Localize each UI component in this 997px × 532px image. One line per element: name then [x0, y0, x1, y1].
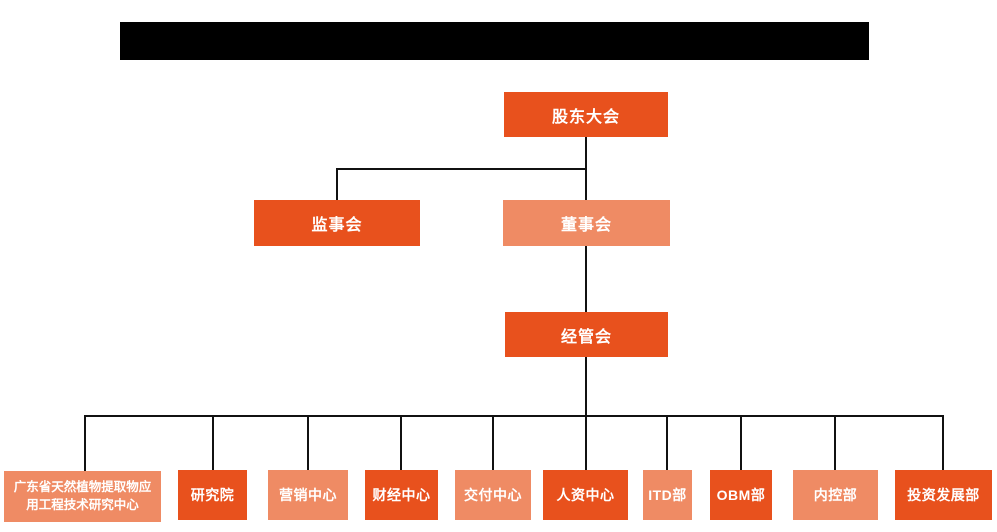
connector-drop-research-center [84, 415, 86, 471]
node-label: 人资中心 [556, 487, 615, 503]
node-label: 财经中心 [372, 487, 431, 503]
connector-management-down [585, 357, 587, 416]
node-management-committee: 经管会 [505, 312, 668, 357]
node-dept-research-institute: 研究院 [178, 470, 247, 520]
node-dept-investment-development: 投资发展部 [895, 470, 992, 520]
node-label: 经管会 [560, 328, 612, 346]
node-label: 投资发展部 [907, 487, 980, 503]
connector-drop-institute [212, 415, 214, 471]
node-dept-research-center: 广东省天然植物提取物应用工程技术研究中心 [4, 471, 161, 522]
node-label: 广东省天然植物提取物应用工程技术研究中心 [13, 480, 152, 512]
connector-drop-investment [942, 415, 944, 471]
connector-drop-delivery [492, 415, 494, 471]
node-label: 股东大会 [551, 108, 620, 126]
node-supervisory-board: 监事会 [254, 200, 420, 246]
node-dept-marketing-center: 营销中心 [268, 470, 348, 520]
node-label: OBM部 [716, 487, 766, 503]
node-dept-delivery-center: 交付中心 [455, 470, 531, 520]
connector-departments-horizontal [84, 415, 944, 417]
connector-drop-marketing [307, 415, 309, 471]
connector-drop-obm [740, 415, 742, 471]
node-dept-hr-center: 人资中心 [543, 470, 628, 520]
node-shareholders-meeting: 股东大会 [504, 92, 668, 137]
connector-drop-internal-control [834, 415, 836, 471]
node-label: 董事会 [560, 217, 612, 234]
connector-drop-hr [585, 415, 587, 471]
connector-drop-itd [666, 415, 668, 471]
node-dept-obm: OBM部 [710, 470, 772, 520]
connector-drop-finance [400, 415, 402, 471]
node-dept-itd: ITD部 [643, 470, 692, 520]
node-dept-finance-center: 财经中心 [365, 470, 438, 520]
connector-board-to-management [585, 246, 587, 312]
connector-branch-horizontal [336, 168, 587, 170]
node-label: 内控部 [813, 487, 858, 503]
node-label: ITD部 [648, 487, 687, 503]
redacted-title-bar [120, 22, 869, 60]
connector-supervisory-down [336, 168, 338, 200]
node-label: 监事会 [311, 217, 363, 234]
node-label: 交付中心 [464, 487, 522, 503]
node-label: 研究院 [190, 487, 235, 503]
node-board-of-directors: 董事会 [503, 200, 670, 246]
node-dept-internal-control: 内控部 [793, 470, 878, 520]
node-label: 营销中心 [279, 487, 337, 503]
